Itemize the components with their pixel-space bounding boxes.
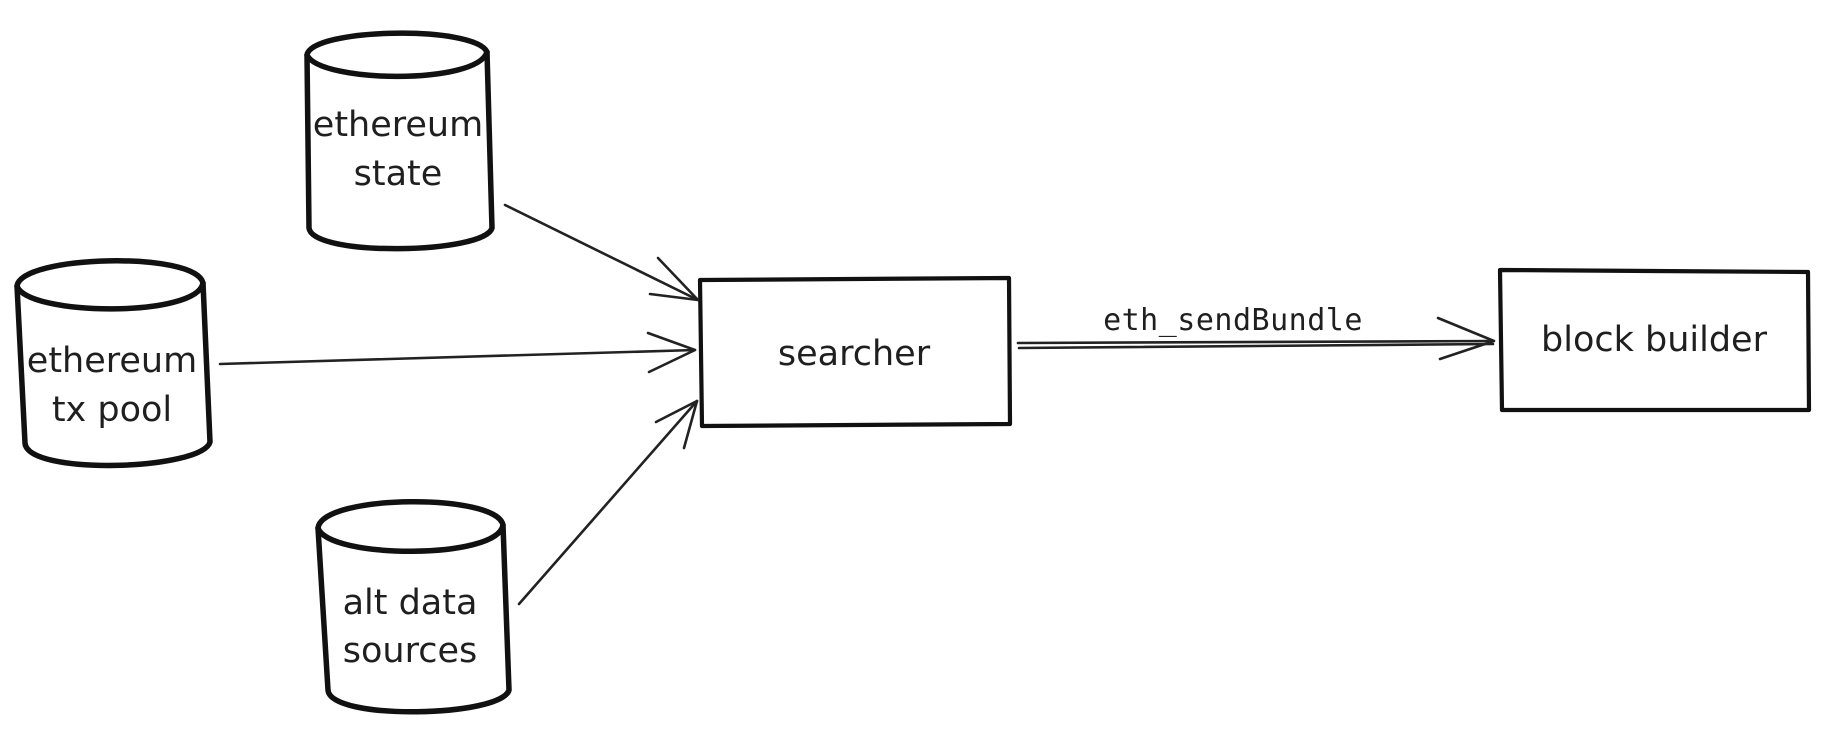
arrow-bundle-label: eth_sendBundle xyxy=(1103,303,1363,338)
arrow-txpool-to-searcher xyxy=(218,331,697,374)
db-ethereum-tx-pool-line2: tx pool xyxy=(52,390,172,430)
block-builder-label: block builder xyxy=(1541,320,1768,360)
db-alt-data-sources-line1: alt data xyxy=(343,583,478,623)
searcher-box: searcher xyxy=(697,275,1013,429)
db-ethereum-state: ethereum state xyxy=(304,30,495,252)
db-alt-data-sources-line2: sources xyxy=(343,631,477,671)
db-alt-data-sources: alt data sources xyxy=(315,499,512,715)
arrow-searcher-to-builder: eth_sendBundle xyxy=(1016,303,1496,361)
arrow-state-to-searcher xyxy=(503,203,700,302)
db-ethereum-tx-pool-line1: ethereum xyxy=(27,341,197,381)
arrow-alt-to-searcher xyxy=(517,399,699,606)
db-ethereum-state-line2: state xyxy=(354,154,443,194)
block-builder-box: block builder xyxy=(1497,267,1812,413)
db-ethereum-state-line1: ethereum xyxy=(313,105,483,145)
db-ethereum-tx-pool: ethereum tx pool xyxy=(14,258,213,469)
searcher-label: searcher xyxy=(778,334,931,374)
